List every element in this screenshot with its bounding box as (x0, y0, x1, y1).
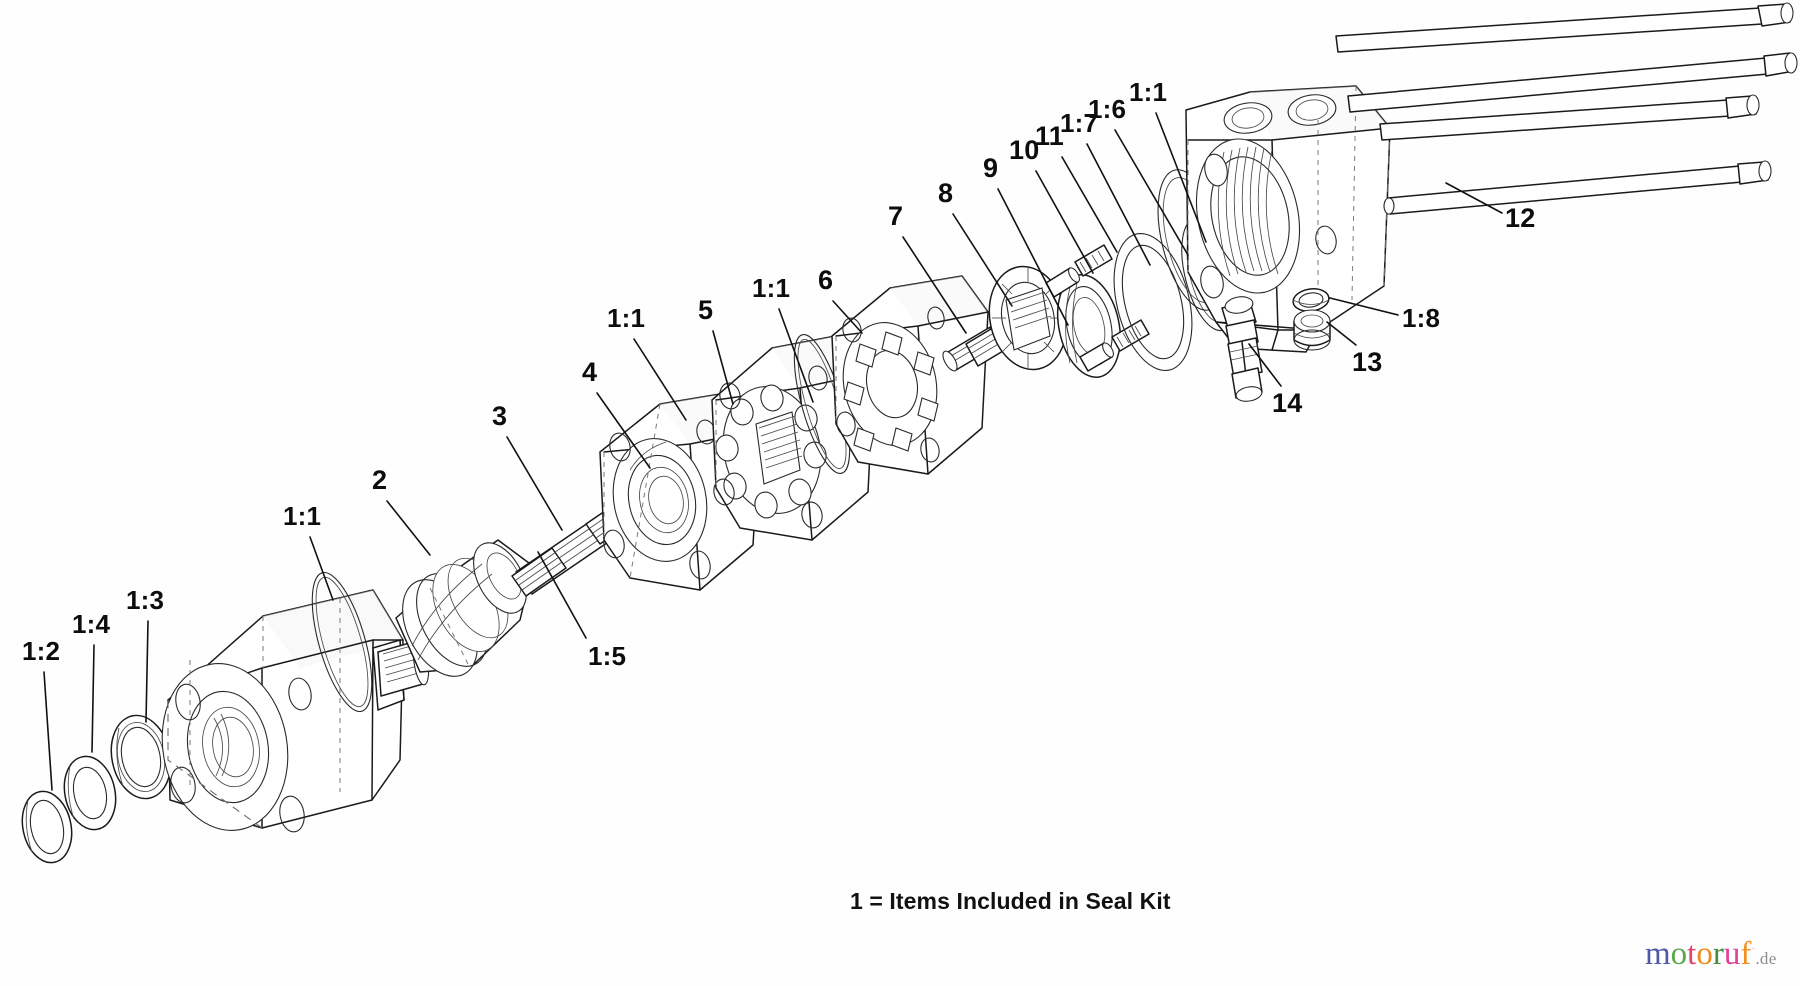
leader-line-14 (1248, 343, 1282, 387)
leader-line-1-7 (1086, 143, 1151, 266)
callout-6: 6 (818, 265, 834, 295)
watermark-tld: .de (1755, 949, 1777, 968)
leader-line-10 (1035, 170, 1094, 274)
watermark-letter: t (1687, 936, 1697, 972)
watermark-wordmark: motoruf (1645, 936, 1751, 972)
motoruf-watermark: motoruf·.de (1645, 938, 1777, 971)
callout-1-1: 1:1 (607, 303, 646, 333)
leader-line-9 (997, 188, 1069, 326)
leader-line-1-1 (1155, 112, 1207, 243)
watermark-letter: u (1723, 936, 1741, 972)
callout-1-6: 1:6 (1088, 94, 1127, 124)
callout-1-4: 1:4 (72, 609, 111, 639)
part-spring-pin-1-7 (1074, 244, 1150, 352)
leader-line-8 (952, 213, 1013, 307)
leader-line-1-3 (145, 620, 149, 723)
callout-4: 4 (582, 357, 598, 387)
seal-kit-legend: 1 = Items Included in Seal Kit (850, 888, 1171, 914)
part-seal-ring-1-2 (21, 790, 73, 864)
leader-line-2 (386, 500, 431, 556)
watermark-letter: f (1740, 936, 1752, 972)
watermark-letter: o (1696, 936, 1713, 972)
leader-line-1-1 (309, 536, 334, 601)
watermark-letter: r (1712, 936, 1724, 972)
part-oring-1-6 (1113, 232, 1193, 372)
callout-1-8: 1:8 (1402, 303, 1441, 333)
leader-line-1-8 (1329, 297, 1399, 316)
leader-line-4 (596, 392, 651, 469)
leader-line-1-2 (43, 671, 53, 791)
callout-1-1: 1:1 (1129, 77, 1168, 107)
callout-1-2: 1:2 (22, 636, 61, 666)
leader-line-11 (1061, 156, 1118, 253)
leader-line-1-1 (778, 308, 814, 403)
callout-1-7: 1:7 (1060, 108, 1099, 138)
leader-line-5 (712, 330, 734, 405)
leader-line-1-5 (537, 551, 587, 639)
watermark-letter: o (1670, 936, 1688, 972)
callout-7: 7 (888, 201, 904, 231)
part-wear-plate-4 (599, 391, 761, 591)
part-seal-ring-1-8 (1292, 288, 1330, 312)
callout-5: 5 (698, 295, 714, 325)
callout-11: 11 (1035, 121, 1064, 151)
part-motor-housing-2 (161, 589, 430, 833)
callout-9: 9 (983, 153, 999, 183)
callout-1-3: 1:3 (126, 585, 165, 615)
part-oring-1-1-a (311, 571, 373, 713)
gerotor-rollers (715, 384, 827, 519)
leader-line-1-4 (91, 644, 95, 753)
watermark-dot: · (1751, 941, 1756, 955)
leader-line-3 (506, 436, 563, 531)
watermark-letter: m (1645, 936, 1671, 972)
part-port-bushing-13 (1293, 309, 1331, 351)
part-stator-plate-6 (831, 275, 989, 475)
callout-14: 14 (1272, 388, 1303, 418)
callout-1-1: 1:1 (752, 273, 791, 303)
leader-line-7 (902, 236, 967, 334)
callout-8: 8 (938, 178, 954, 208)
part-gerotor-housing-5 (711, 333, 875, 541)
callout-1-1: 1:1 (283, 501, 322, 531)
part-dowel-pin-11 (1045, 267, 1114, 372)
leader-line-13 (1326, 321, 1357, 346)
part-backup-ring-1-4 (63, 755, 117, 831)
callout-leader-lines (43, 112, 1503, 791)
leader-line-1-6 (1114, 129, 1189, 256)
leader-line-6 (832, 300, 863, 334)
callout-12: 12 (1505, 203, 1536, 233)
part-valve-housing (1185, 85, 1391, 353)
callout-10: 10 (1009, 135, 1040, 165)
callout-2: 2 (372, 465, 388, 495)
callout-13: 13 (1352, 347, 1383, 377)
callout-3: 3 (492, 401, 508, 431)
part-hydraulic-fitting-14 (1221, 296, 1263, 402)
leader-line-12 (1445, 182, 1503, 214)
leader-line-1-1 (633, 338, 687, 421)
part-through-bolt-12 (1335, 2, 1798, 215)
callout-1-5: 1:5 (588, 641, 627, 671)
